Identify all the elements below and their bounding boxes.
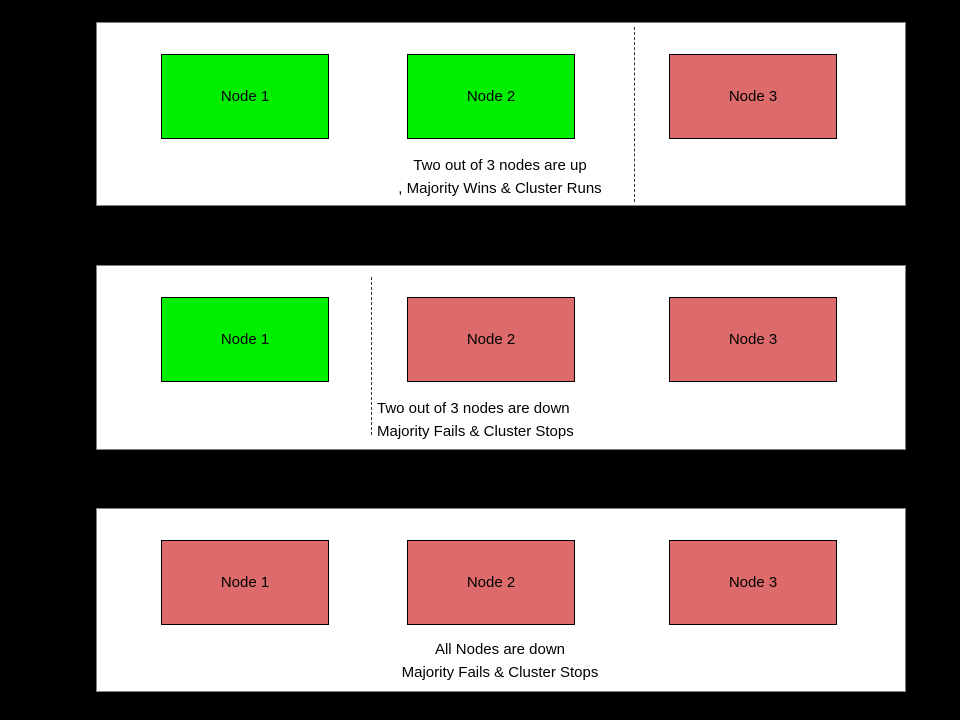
caption-line-1: Two out of 3 nodes are down [377, 400, 570, 417]
caption-line-1: Two out of 3 nodes are up [413, 157, 587, 174]
quorum-divider-line [634, 27, 635, 202]
node-label: Node 2 [466, 331, 516, 348]
node-box-1: Node 1 [161, 297, 329, 382]
scenario-panel-majority-up: Node 1 Node 2 Node 3 Two out of 3 nodes … [96, 22, 906, 206]
caption-line-2: Majority Fails & Cluster Stops [377, 423, 574, 440]
node-label: Node 2 [466, 574, 516, 591]
node-box-3: Node 3 [669, 540, 837, 625]
node-box-2: Node 2 [407, 297, 575, 382]
node-label: Node 3 [728, 331, 778, 348]
caption-line-2: Majority Fails & Cluster Stops [401, 664, 599, 681]
node-label: Node 1 [220, 88, 270, 105]
scenario-caption: Two out of 3 nodes are up , Majority Win… [365, 154, 635, 200]
node-box-2: Node 2 [407, 540, 575, 625]
node-box-3: Node 3 [669, 297, 837, 382]
node-label: Node 3 [728, 88, 778, 105]
node-box-1: Node 1 [161, 54, 329, 139]
scenario-panel-majority-down: Node 1 Node 2 Node 3 Two out of 3 nodes … [96, 265, 906, 450]
caption-line-2: , Majority Wins & Cluster Runs [398, 180, 602, 197]
node-label: Node 1 [220, 331, 270, 348]
node-box-3: Node 3 [669, 54, 837, 139]
node-box-1: Node 1 [161, 540, 329, 625]
scenario-caption: Two out of 3 nodes are down Majority Fai… [377, 397, 707, 443]
node-label: Node 3 [728, 574, 778, 591]
node-label: Node 1 [220, 574, 270, 591]
scenario-panel-all-down: Node 1 Node 2 Node 3 All Nodes are down … [96, 508, 906, 692]
node-label: Node 2 [466, 88, 516, 105]
node-box-2: Node 2 [407, 54, 575, 139]
scenario-caption: All Nodes are down Majority Fails & Clus… [365, 638, 635, 684]
caption-line-1: All Nodes are down [434, 641, 566, 658]
quorum-divider-line [371, 277, 372, 435]
